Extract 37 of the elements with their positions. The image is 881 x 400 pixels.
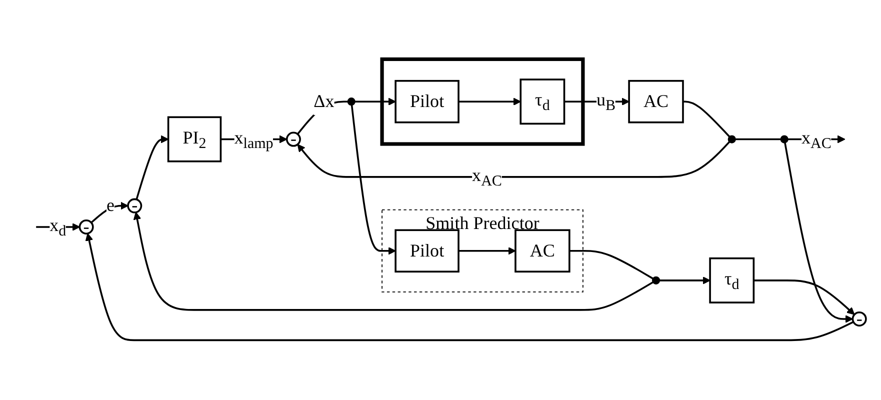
node-box: AC: [514, 230, 570, 273]
node-dot: [347, 98, 356, 106]
edge-label: x$_{AC}$: [472, 166, 502, 190]
connector: [735, 138, 781, 140]
arrow: [354, 98, 396, 106]
arrow: [458, 247, 516, 256]
arrow: [458, 98, 521, 106]
cluster: [380, 58, 585, 146]
edge-label: x$_{d}$: [50, 216, 66, 240]
node-box: τ$_{d}$: [520, 78, 566, 125]
arrow: [754, 280, 855, 316]
arrow: [350, 105, 396, 256]
edge-label: x$_{AC}$: [801, 128, 832, 152]
edge-label: Δx: [314, 92, 334, 112]
node-dot: [780, 136, 788, 144]
connector: [682, 101, 730, 138]
node-circle: -: [852, 312, 867, 327]
connector: [569, 250, 654, 280]
arrow: [297, 142, 730, 178]
arrow: [133, 212, 654, 312]
node-box: Pilot: [394, 80, 460, 124]
node-circle: -: [78, 220, 94, 235]
node-dot: [728, 136, 736, 144]
arrow: [136, 136, 169, 200]
node-circle: -: [286, 132, 301, 148]
edge-label: x$_{lamp}$: [234, 128, 274, 152]
node-box: PI$_{2}$: [167, 116, 222, 163]
arrow: [660, 276, 710, 285]
edge-label: u$_{B}$: [596, 90, 616, 114]
node-circle: -: [127, 198, 142, 214]
arrow: [784, 142, 854, 324]
node-box: Pilot: [394, 230, 460, 273]
node-box: τ$_{d}$: [709, 258, 755, 304]
node-dot: [652, 276, 660, 285]
node-box: AC: [628, 80, 684, 124]
edge-label: e: [106, 196, 114, 216]
arrow: [85, 233, 854, 342]
